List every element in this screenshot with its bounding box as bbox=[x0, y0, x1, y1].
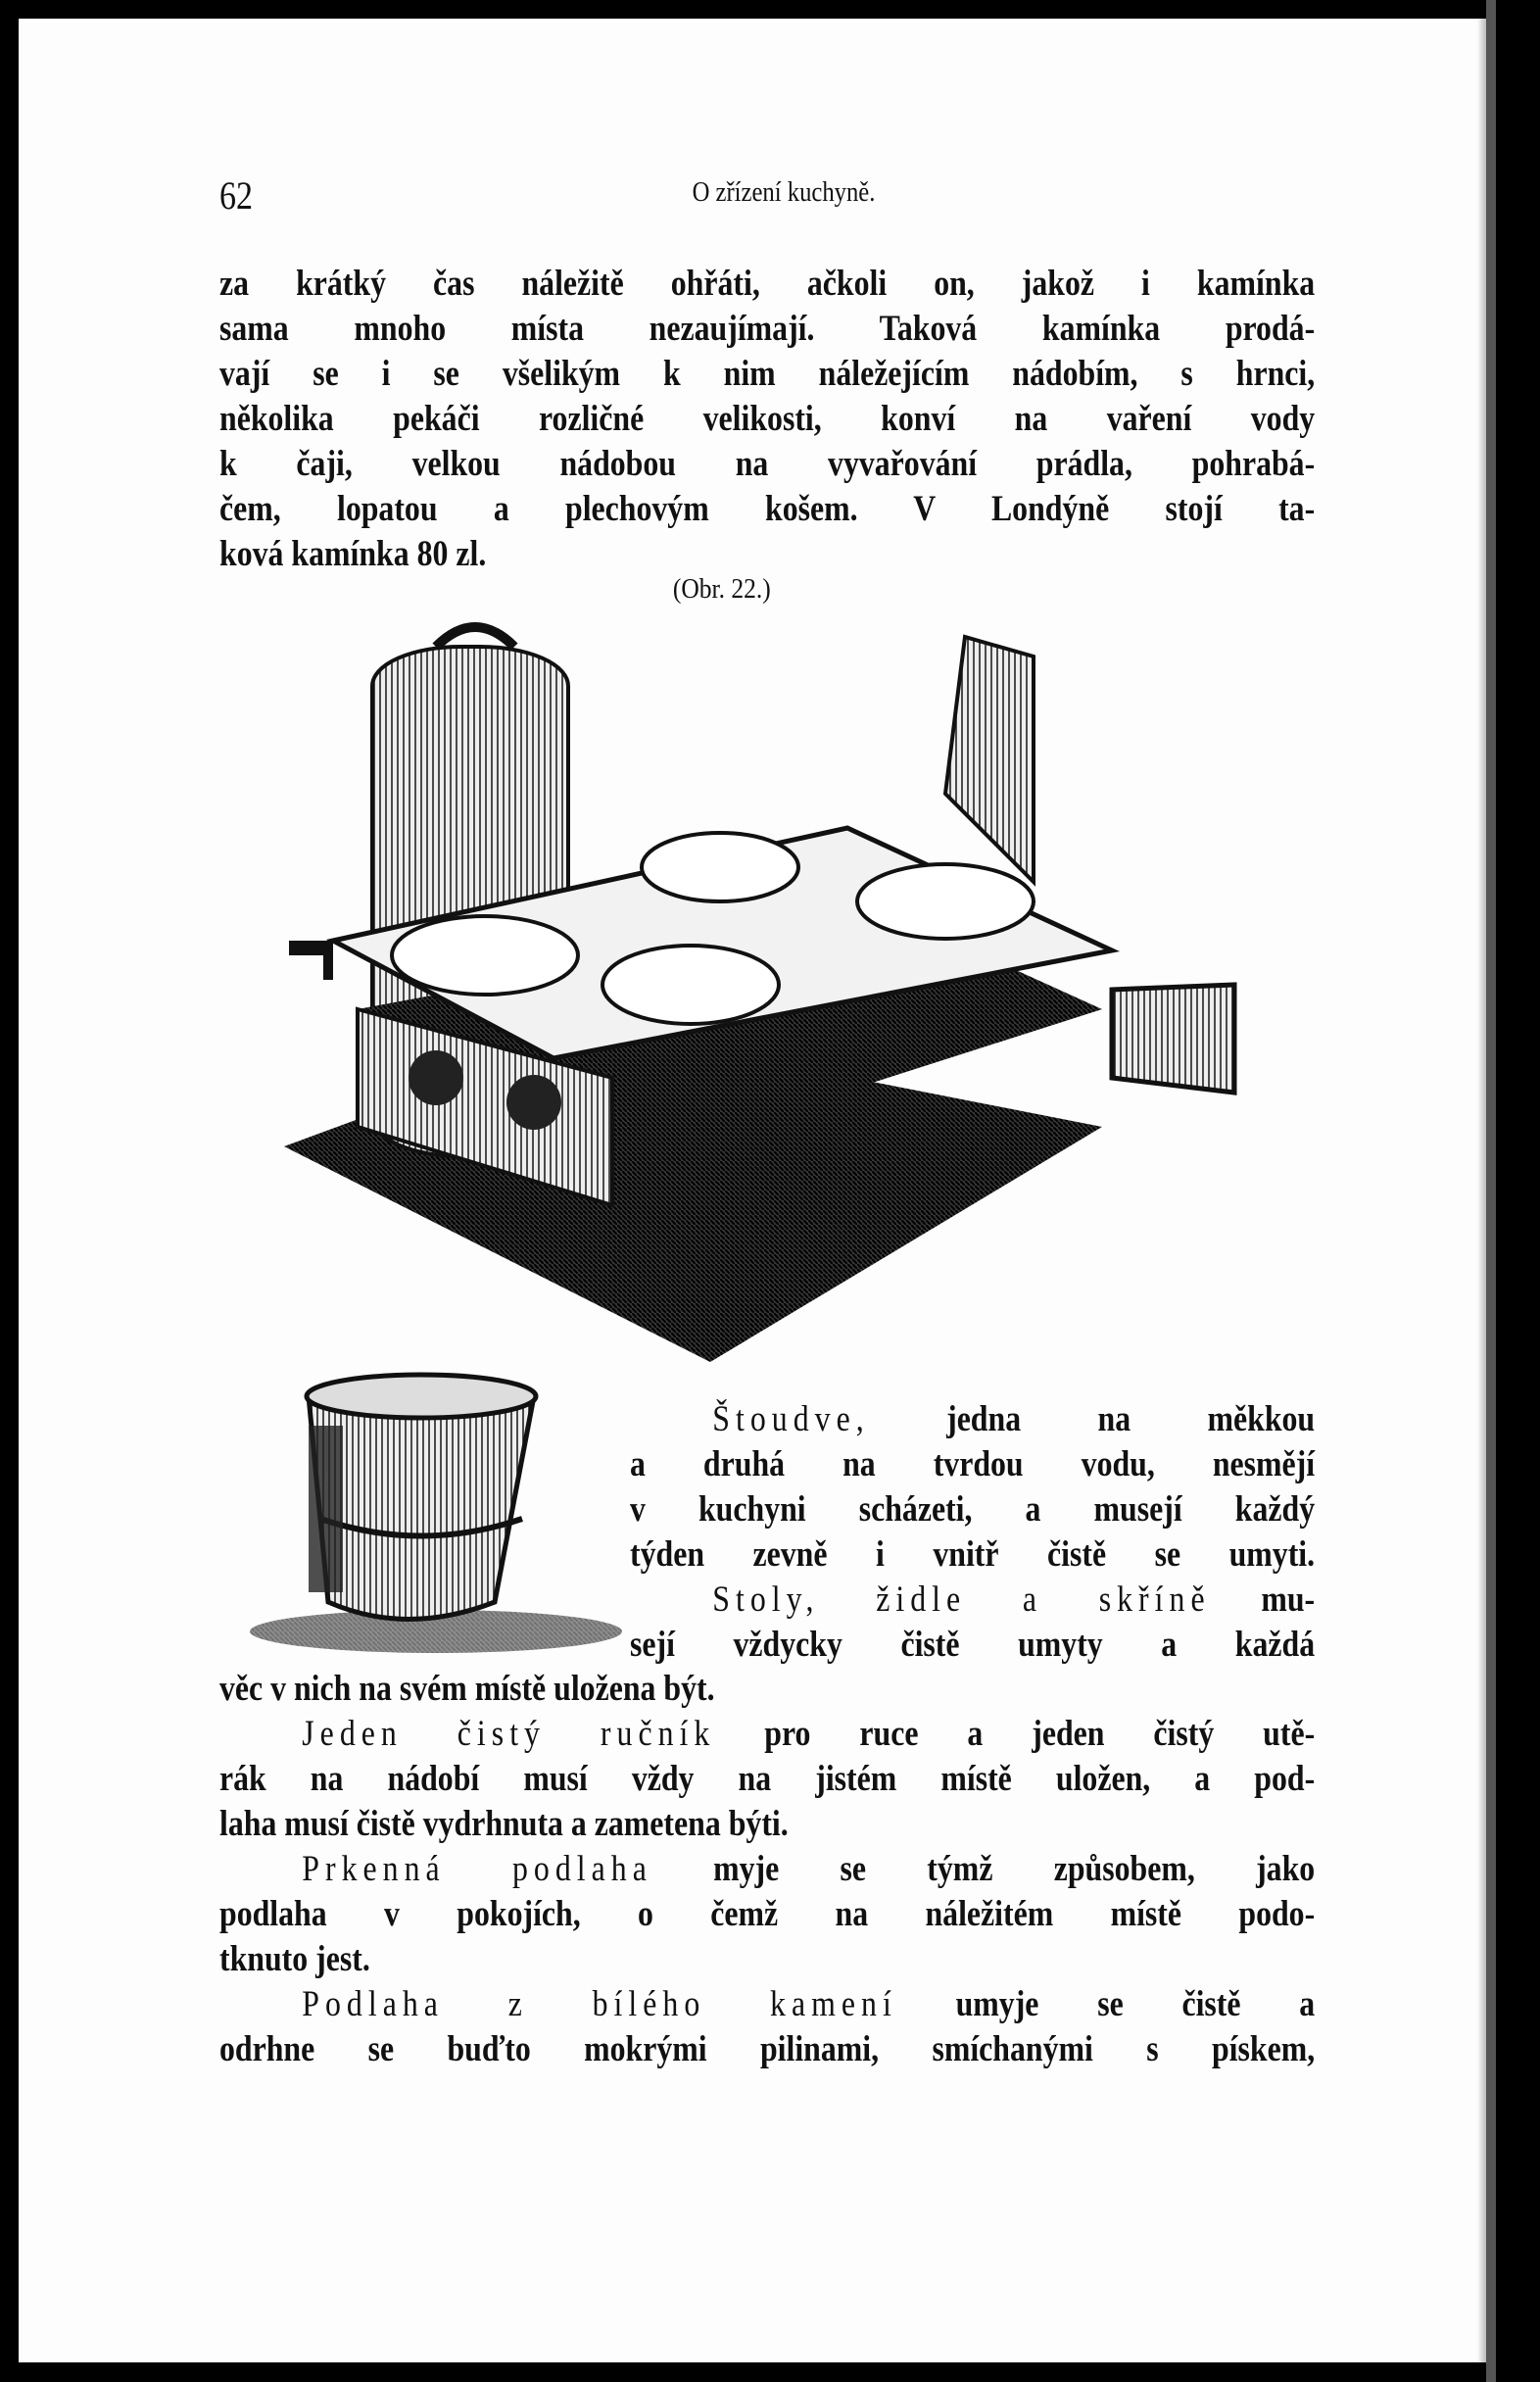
text-line: tknuto jest. bbox=[219, 1937, 1315, 1982]
emphasized-term: Prkenná podlaha bbox=[302, 1849, 652, 1889]
line-text: odrhne se buďto mokrými pilinami, smícha… bbox=[219, 2029, 1316, 2069]
line-text: mu- bbox=[1261, 1580, 1316, 1620]
text-line: v kuchyni scházeti, a musejí každý bbox=[630, 1487, 1315, 1532]
line-content: Prkenná podlaha myje se týmž způsobem, j… bbox=[219, 1847, 1315, 1892]
text-line: Podlaha z bílého kamení umyje se čistě a bbox=[219, 1982, 1315, 2027]
line-content: podlaha v pokojích, o čemž na náležitém … bbox=[219, 1892, 1315, 1937]
line-content: rák na nádobí musí vždy na jistém místě … bbox=[219, 1757, 1315, 1802]
page-edge bbox=[1486, 0, 1496, 2382]
line-content: Štoudve, jedna na měkkou bbox=[630, 1397, 1315, 1442]
text-line: Štoudve, jedna na měkkou bbox=[630, 1397, 1315, 1442]
line-content: sejí vždycky čistě umyty a každá bbox=[630, 1623, 1315, 1668]
line-content: věc v nich na svém místě uložena být. bbox=[219, 1667, 1315, 1712]
line-content: v kuchyni scházeti, a musejí každý bbox=[630, 1487, 1315, 1532]
text-line: ková kamínka 80 zl. bbox=[219, 532, 1315, 577]
line-text: k čaji, velkou nádobou na vyvařování prá… bbox=[219, 444, 1316, 484]
text-line: Jeden čistý ručník pro ruce a jeden čist… bbox=[219, 1712, 1315, 1757]
tub-illustration bbox=[250, 1372, 622, 1653]
text-line: laha musí čistě vydrhnuta a zametena být… bbox=[219, 1802, 1315, 1847]
text-line: a druhá na tvrdou vodu, nesmějí bbox=[630, 1442, 1315, 1487]
line-content: za krátký čas náležitě ohřáti, ačkoli on… bbox=[219, 262, 1315, 307]
line-text: věc v nich na svém místě uložena být. bbox=[219, 1669, 715, 1709]
oven-door bbox=[1109, 982, 1237, 1095]
emphasized-term: Jeden čistý ručník bbox=[302, 1714, 716, 1754]
stovepipe bbox=[942, 634, 1035, 887]
emphasized-term: Stoly, židle a skříně bbox=[712, 1580, 1211, 1620]
text-line: týden zevně i vnitř čistě se umyti. bbox=[630, 1532, 1315, 1578]
top-paragraph: za krátký čas náležitě ohřáti, ačkoli on… bbox=[219, 262, 1315, 577]
text-line: několika pekáči rozličné velikosti, konv… bbox=[219, 397, 1315, 442]
line-text: v kuchyni scházeti, a musejí každý bbox=[630, 1489, 1316, 1530]
line-content: a druhá na tvrdou vodu, nesmějí bbox=[630, 1442, 1315, 1487]
text-line: podlaha v pokojích, o čemž na náležitém … bbox=[219, 1892, 1315, 1937]
line-text: pro ruce a jeden čistý utě- bbox=[764, 1714, 1316, 1754]
text-line: čem, lopatou a plechovým košem. V Londýn… bbox=[219, 487, 1315, 532]
line-text: myje se týmž způsobem, jako bbox=[713, 1849, 1316, 1889]
text-line: sejí vždycky čistě umyty a každá bbox=[630, 1623, 1315, 1668]
line-text: tknuto jest. bbox=[219, 1939, 370, 1979]
page-gutter-shadow bbox=[1477, 19, 1486, 2362]
line-text: podlaha v pokojích, o čemž na náležitém … bbox=[219, 1894, 1316, 1934]
line-content: týden zevně i vnitř čistě se umyti. bbox=[630, 1532, 1315, 1578]
line-text: čem, lopatou a plechovým košem. V Londýn… bbox=[219, 489, 1316, 529]
line-text: jedna na měkkou bbox=[946, 1399, 1316, 1439]
tap-icon bbox=[289, 941, 333, 980]
line-text: vají se i se všelikým k nim náležejícím … bbox=[219, 354, 1316, 394]
line-content: Jeden čistý ručník pro ruce a jeden čist… bbox=[219, 1712, 1315, 1757]
line-content: tknuto jest. bbox=[219, 1937, 1315, 1982]
emphasized-term: Štoudve, bbox=[712, 1399, 870, 1439]
line-content: odrhne se buďto mokrými pilinami, smícha… bbox=[219, 2027, 1315, 2072]
line-text: sama mnoho místa nezaujímají. Taková kam… bbox=[219, 309, 1316, 349]
line-content: vají se i se všelikým k nim náležejícím … bbox=[219, 352, 1315, 397]
line-text: umyje se čistě a bbox=[955, 1984, 1316, 2024]
text-line: za krátký čas náležitě ohřáti, ačkoli on… bbox=[219, 262, 1315, 307]
stove-illustration bbox=[284, 622, 1237, 1362]
figure-caption: (Obr. 22.) bbox=[672, 573, 771, 605]
line-text: týden zevně i vnitř čistě se umyti. bbox=[630, 1534, 1316, 1575]
line-text: rák na nádobí musí vždy na jistém místě … bbox=[219, 1759, 1316, 1799]
line-content: Stoly, židle a skříně mu- bbox=[630, 1578, 1315, 1623]
emphasized-term: Podlaha z bílého kamení bbox=[302, 1984, 897, 2024]
line-content: několika pekáči rozličné velikosti, konv… bbox=[219, 397, 1315, 442]
line-content: ková kamínka 80 zl. bbox=[219, 532, 1315, 577]
running-title: O zřízení kuchyně. bbox=[692, 176, 876, 208]
line-content: laha musí čistě vydrhnuta a zametena být… bbox=[219, 1802, 1315, 1847]
line-text: za krátký čas náležitě ohřáti, ačkoli on… bbox=[219, 264, 1316, 304]
line-content: sama mnoho místa nezaujímají. Taková kam… bbox=[219, 307, 1315, 352]
text-line: k čaji, velkou nádobou na vyvařování prá… bbox=[219, 442, 1315, 487]
line-text: ková kamínka 80 zl. bbox=[219, 534, 487, 574]
page-number: 62 bbox=[219, 173, 253, 218]
line-content: čem, lopatou a plechovým košem. V Londýn… bbox=[219, 487, 1315, 532]
text-line: odrhne se buďto mokrými pilinami, smícha… bbox=[219, 2027, 1315, 2072]
line-text: laha musí čistě vydrhnuta a zametena být… bbox=[219, 1804, 789, 1844]
text-line: rák na nádobí musí vždy na jistém místě … bbox=[219, 1757, 1315, 1802]
text-line: Prkenná podlaha myje se týmž způsobem, j… bbox=[219, 1847, 1315, 1892]
line-text: a druhá na tvrdou vodu, nesmějí bbox=[630, 1444, 1316, 1484]
line-text: sejí vždycky čistě umyty a každá bbox=[630, 1625, 1316, 1665]
text-line: vají se i se všelikým k nim náležejícím … bbox=[219, 352, 1315, 397]
text-line: věc v nich na svém místě uložena být. bbox=[219, 1667, 1315, 1712]
text-line: Stoly, židle a skříně mu- bbox=[630, 1578, 1315, 1623]
bottom-text: věc v nich na svém místě uložena být.Jed… bbox=[219, 1667, 1315, 2072]
line-content: k čaji, velkou nádobou na vyvařování prá… bbox=[219, 442, 1315, 487]
line-text: několika pekáči rozličné velikosti, konv… bbox=[219, 399, 1316, 439]
line-content: Podlaha z bílého kamení umyje se čistě a bbox=[219, 1982, 1315, 2027]
text-line: sama mnoho místa nezaujímají. Taková kam… bbox=[219, 307, 1315, 352]
